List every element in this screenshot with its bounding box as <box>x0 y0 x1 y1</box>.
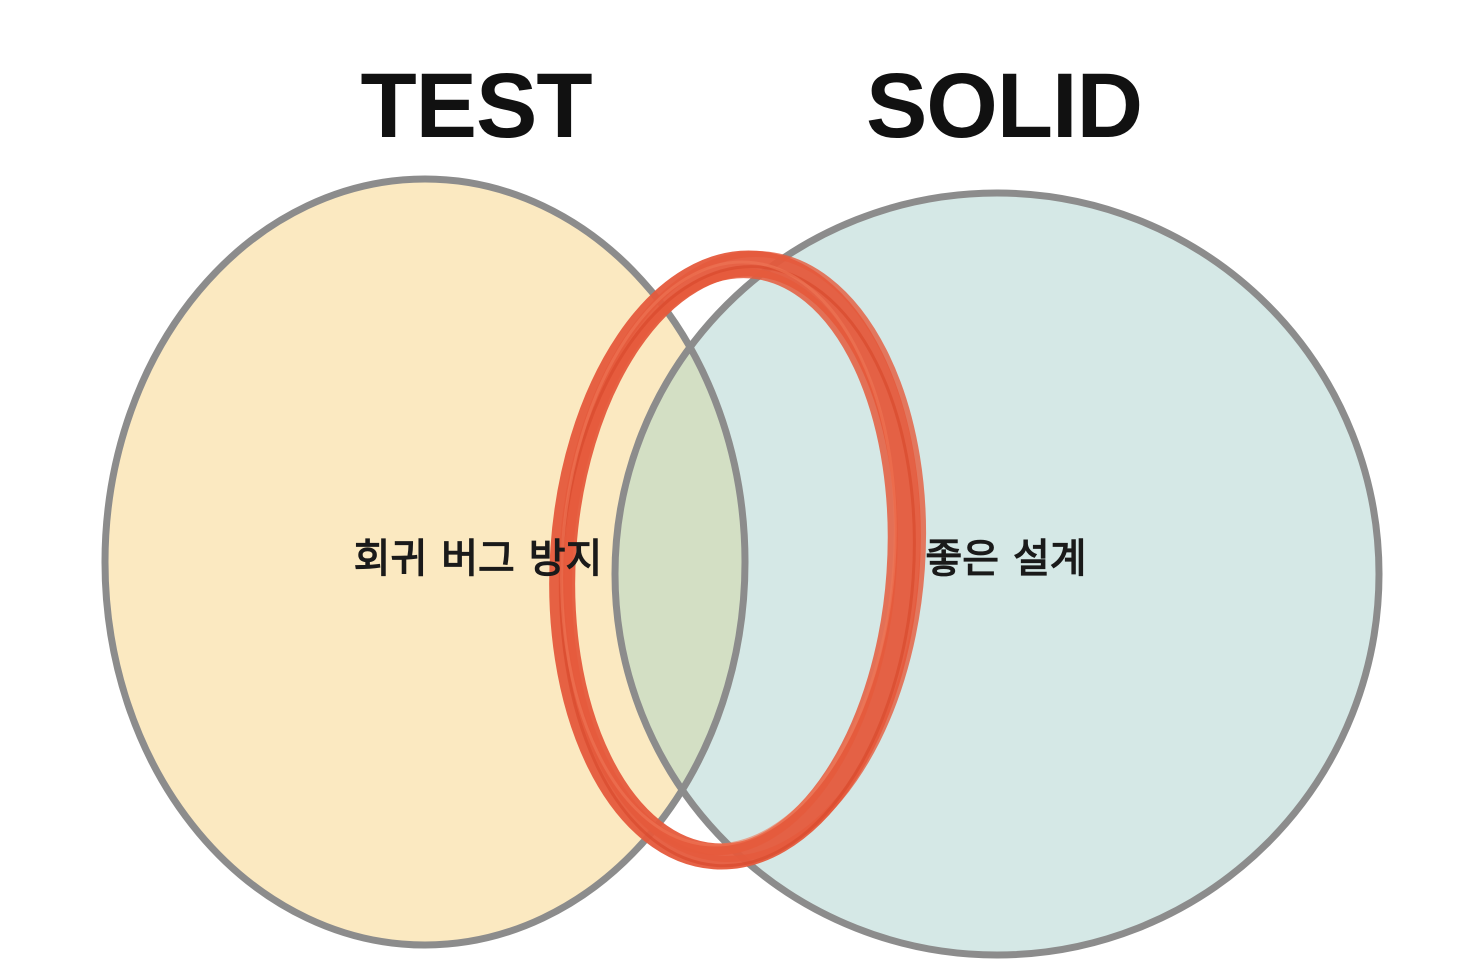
set-title-test: TEST <box>360 55 592 157</box>
set-circle-solid-outline <box>611 189 1383 959</box>
set-circle-test-outline <box>101 175 749 949</box>
set-description-solid: 좋은 설계 <box>925 536 1086 582</box>
intersection-highlight-ring <box>549 250 927 870</box>
set-title-solid: SOLID <box>866 55 1142 157</box>
set-circle-solid <box>615 193 1379 955</box>
set-description-test: 회귀 버그 방지 <box>354 536 603 582</box>
